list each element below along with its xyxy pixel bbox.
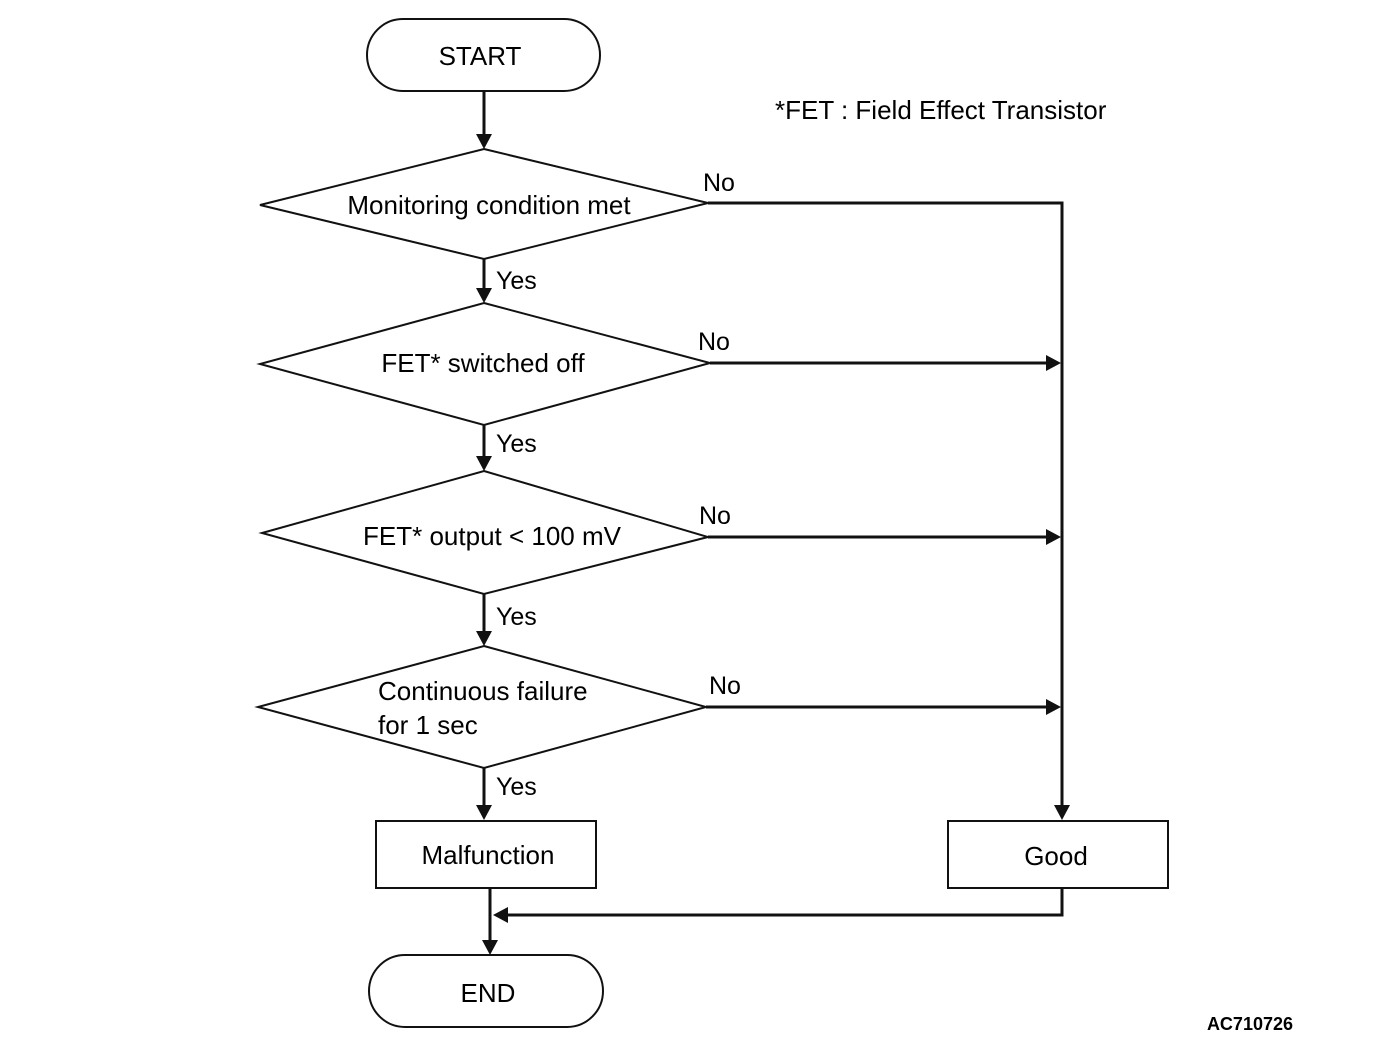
arrow-to-good (1054, 805, 1070, 820)
label-continuous-yes: Yes (496, 773, 537, 801)
label-continuous-no: No (709, 672, 741, 700)
arrow-monitoring-yes (476, 288, 492, 303)
malfunction-box (375, 820, 597, 889)
edge-monitoring-no (708, 201, 1064, 807)
start-terminal (366, 18, 601, 92)
decision-continuous-failure-label-line1: Continuous failure (378, 676, 588, 706)
arrow-start-to-monitoring (476, 134, 492, 149)
decision-continuous-failure (254, 644, 710, 770)
label-fet-output-no: No (699, 502, 731, 530)
arrow-fet-off-yes (476, 456, 492, 471)
arrow-malfunction-to-end (482, 940, 498, 955)
end-terminal (368, 954, 604, 1028)
footnote-fet: *FET : Field Effect Transistor (775, 95, 1107, 125)
arrow-fet-off-no (1046, 355, 1061, 371)
arrow-good-merge (493, 907, 508, 923)
decision-fet-switched-off (256, 301, 714, 427)
edges (476, 91, 1070, 955)
nodes: START Monitoring condition met FET* swit… (254, 18, 1169, 1028)
figure-code: AC710726 (1207, 1014, 1293, 1034)
arrow-continuous-no (1046, 699, 1061, 715)
label-fet-output-yes: Yes (496, 603, 537, 631)
label-fet-off-no: No (698, 328, 730, 356)
decision-monitoring-condition-label: Monitoring condition met (347, 190, 631, 220)
start-label: START (439, 41, 522, 71)
decision-continuous-failure-label-line2: for 1 sec (378, 710, 478, 740)
good-label: Good (1024, 841, 1088, 871)
label-monitoring-no: No (703, 169, 735, 197)
edge-labels: No Yes No Yes No Yes No Yes (496, 169, 741, 801)
malfunction-label: Malfunction (422, 840, 555, 870)
arrow-fet-output-no (1046, 529, 1061, 545)
arrow-fet-output-yes (476, 631, 492, 646)
label-monitoring-yes: Yes (496, 267, 537, 295)
edge-good-to-end (506, 889, 1064, 917)
decision-monitoring-condition (259, 147, 709, 261)
end-label: END (461, 978, 516, 1008)
good-box (947, 820, 1169, 889)
decision-fet-output-label: FET* output < 100 mV (363, 521, 622, 551)
arrow-continuous-yes (476, 805, 492, 820)
decision-fet-output (258, 469, 712, 596)
decision-fet-switched-off-label: FET* switched off (381, 348, 585, 378)
label-fet-off-yes: Yes (496, 430, 537, 458)
